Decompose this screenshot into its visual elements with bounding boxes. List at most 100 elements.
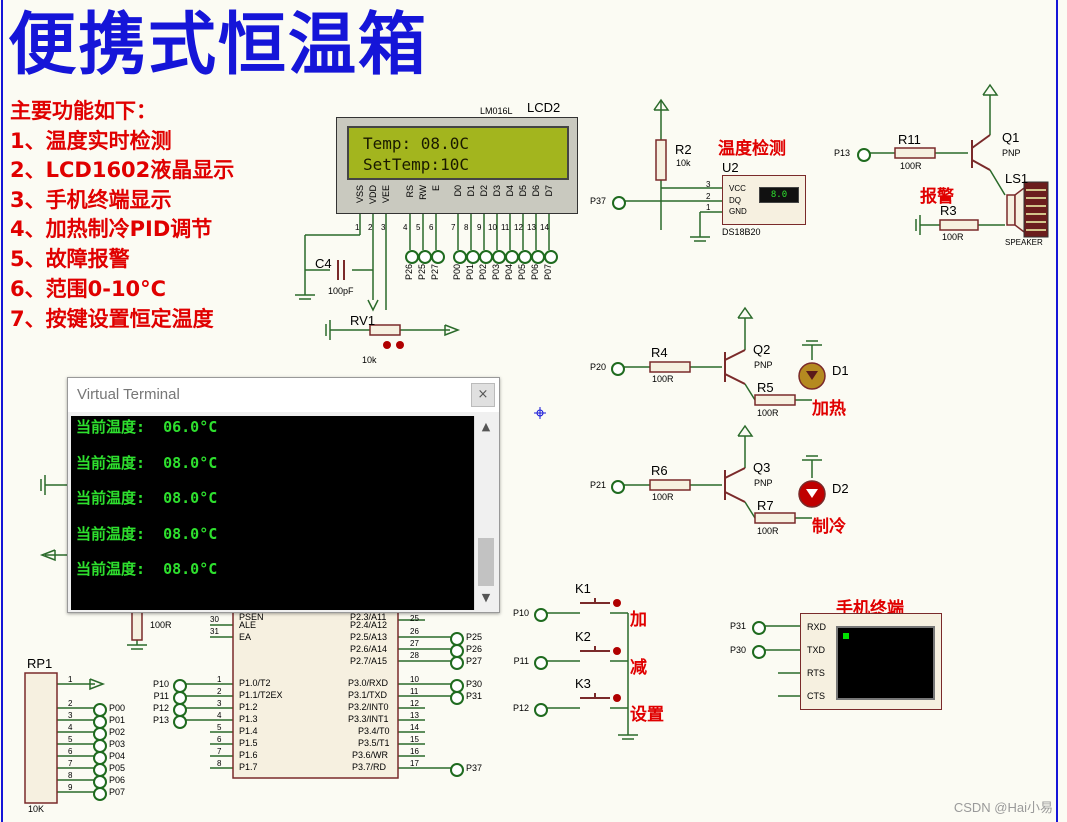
k3-net-terminal[interactable] bbox=[534, 703, 548, 717]
virtual-terminal-window[interactable]: Virtual Terminal × 当前温度: 06.0°C 当前温度: 08… bbox=[67, 377, 500, 613]
mcu-pin-number: 5 bbox=[217, 723, 222, 732]
r6-value: 100R bbox=[652, 492, 674, 502]
mcu-right-pin: P2.7/A15 bbox=[350, 656, 388, 666]
mobile-screen bbox=[836, 626, 935, 700]
q1-ref: Q1 bbox=[1002, 130, 1020, 145]
lcd-net-terminal[interactable] bbox=[453, 250, 467, 264]
mobile-pin-cts: CTS bbox=[807, 691, 825, 701]
mcu-pin-number: 14 bbox=[410, 723, 419, 732]
mcu-net-terminal[interactable] bbox=[450, 763, 464, 777]
mobile-terminal[interactable]: RXD TXD RTS CTS bbox=[800, 613, 942, 710]
terminal-line: 当前温度: 06.0°C bbox=[76, 418, 218, 436]
r5-ref: R5 bbox=[757, 380, 774, 395]
sensor-model: DS18B20 bbox=[722, 227, 761, 237]
lcd-net-label: P04 bbox=[504, 264, 514, 281]
lcd-net-terminal[interactable] bbox=[492, 250, 506, 264]
rp1-net-label: P00 bbox=[109, 703, 126, 713]
lcd-pin-number: 13 bbox=[527, 223, 536, 232]
virtual-terminal-titlebar[interactable]: Virtual Terminal × bbox=[68, 378, 499, 412]
r6-ref: R6 bbox=[651, 463, 668, 478]
rp1-net-label: P04 bbox=[109, 751, 126, 761]
scroll-up-arrow-icon[interactable]: ▲ bbox=[481, 420, 491, 433]
k1-button[interactable] bbox=[578, 596, 612, 614]
lcd-net-label: P26 bbox=[404, 264, 414, 281]
k3-button[interactable] bbox=[578, 691, 612, 709]
mobile-net-label: P30 bbox=[729, 645, 746, 655]
k2-button[interactable] bbox=[578, 644, 612, 662]
sensor-section-label: 温度检测 bbox=[718, 139, 786, 159]
r4-ref: R4 bbox=[651, 345, 668, 360]
mcu-left-pin: P1.7 bbox=[239, 762, 258, 772]
mcu-left-pin: P1.2 bbox=[239, 702, 258, 712]
close-button[interactable]: × bbox=[471, 383, 495, 407]
watermark: CSDN @Hai小易 bbox=[953, 800, 1053, 815]
feature-item: 1、温度实时检测 bbox=[10, 129, 172, 153]
lcd-net-terminal[interactable] bbox=[479, 250, 493, 264]
lcd-net-labels: P26 P25 P27 P00 P01 P02 P03 P04 P05 P06 … bbox=[404, 264, 554, 286]
mcu-net-terminal[interactable] bbox=[450, 691, 464, 705]
heater-net-terminal[interactable] bbox=[611, 362, 625, 376]
mcu-pin-number: 17 bbox=[410, 759, 419, 768]
lcd-net-terminal[interactable] bbox=[418, 250, 432, 264]
mcu-pin-number: 13 bbox=[410, 711, 419, 720]
ds18b20-sensor[interactable]: VCC DQ GND 8.0 bbox=[722, 175, 806, 225]
q3-ref: Q3 bbox=[753, 460, 771, 475]
lcd-row-1: Temp: 08.0C bbox=[363, 134, 469, 153]
lcd-pin-number: 8 bbox=[464, 223, 469, 232]
project-title: 便携式恒温箱 bbox=[8, 6, 429, 85]
mcu-pin-number: 11 bbox=[410, 687, 419, 696]
mcu-pin-number: 4 bbox=[217, 711, 222, 720]
terminal-output[interactable]: 当前温度: 06.0°C 当前温度: 08.0°C 当前温度: 08.0°C 当… bbox=[71, 416, 474, 610]
sheet-border-right bbox=[1056, 0, 1058, 822]
r3-ref: R3 bbox=[940, 203, 957, 218]
rp1-pin-number: 3 bbox=[68, 711, 73, 720]
terminal-line: 当前温度: 08.0°C bbox=[76, 489, 218, 507]
feature-item: 5、故障报警 bbox=[10, 247, 130, 271]
mobile-net-terminal[interactable] bbox=[752, 621, 766, 635]
cooler-net-terminal[interactable] bbox=[611, 480, 625, 494]
mobile-net-terminal[interactable] bbox=[752, 645, 766, 659]
alarm-net-terminal[interactable] bbox=[857, 148, 871, 162]
mcu-pin-ale: ALE bbox=[239, 620, 257, 630]
lcd-net-label: P05 bbox=[517, 264, 527, 281]
heater-net-label: P20 bbox=[589, 362, 606, 372]
mcu-pin-number: 31 bbox=[210, 627, 219, 636]
lcd-pin-label: D5 bbox=[518, 185, 528, 197]
k1-label: 加 bbox=[630, 610, 647, 630]
rp1-net-label: P07 bbox=[109, 787, 126, 797]
scrollbar-thumb[interactable] bbox=[478, 538, 494, 586]
lcd-net-terminal[interactable] bbox=[431, 250, 445, 264]
terminal-scrollbar[interactable]: ▲ ▼ bbox=[474, 416, 497, 610]
lcd-pin-label: D7 bbox=[544, 185, 554, 197]
rp1-net-label: P03 bbox=[109, 739, 126, 749]
r4-value: 100R bbox=[652, 374, 674, 384]
lcd-net-terminal[interactable] bbox=[531, 250, 545, 264]
rp1-pin-number: 1 bbox=[68, 675, 73, 684]
lcd-pin-number: 6 bbox=[429, 223, 434, 232]
lcd-pin-label: D6 bbox=[531, 185, 541, 197]
rp1-net-terminal[interactable] bbox=[93, 787, 107, 801]
lcd-net-terminal[interactable] bbox=[544, 250, 558, 264]
lcd-model: LM016L bbox=[480, 106, 513, 116]
mcu-right-net: P37 bbox=[466, 763, 483, 773]
lcd-net-terminal[interactable] bbox=[405, 250, 419, 264]
mcu-pin-number: 28 bbox=[410, 651, 419, 660]
mcu-net-terminal[interactable] bbox=[173, 715, 187, 729]
r2-ref: R2 bbox=[675, 142, 692, 157]
sensor-net-terminal[interactable] bbox=[612, 196, 626, 210]
lcd-net-terminal[interactable] bbox=[505, 250, 519, 264]
lcd-net-terminal[interactable] bbox=[466, 250, 480, 264]
lcd-module[interactable]: Temp: 08.0C SetTemp:10C bbox=[336, 117, 578, 214]
scroll-down-arrow-icon[interactable]: ▼ bbox=[481, 591, 491, 604]
rp1-net-label: P05 bbox=[109, 763, 126, 773]
lcd-net-terminal[interactable] bbox=[518, 250, 532, 264]
k2-net-terminal[interactable] bbox=[534, 656, 548, 670]
mcu-net-terminal[interactable] bbox=[450, 656, 464, 670]
mcu-right-pin: P2.4/A12 bbox=[350, 620, 388, 630]
mcu-pin-number: 30 bbox=[210, 615, 219, 624]
mcu-right-pin: P3.4/T0 bbox=[358, 726, 390, 736]
mcu-right-pin: P3.1/TXD bbox=[348, 690, 388, 700]
k1-net-terminal[interactable] bbox=[534, 608, 548, 622]
